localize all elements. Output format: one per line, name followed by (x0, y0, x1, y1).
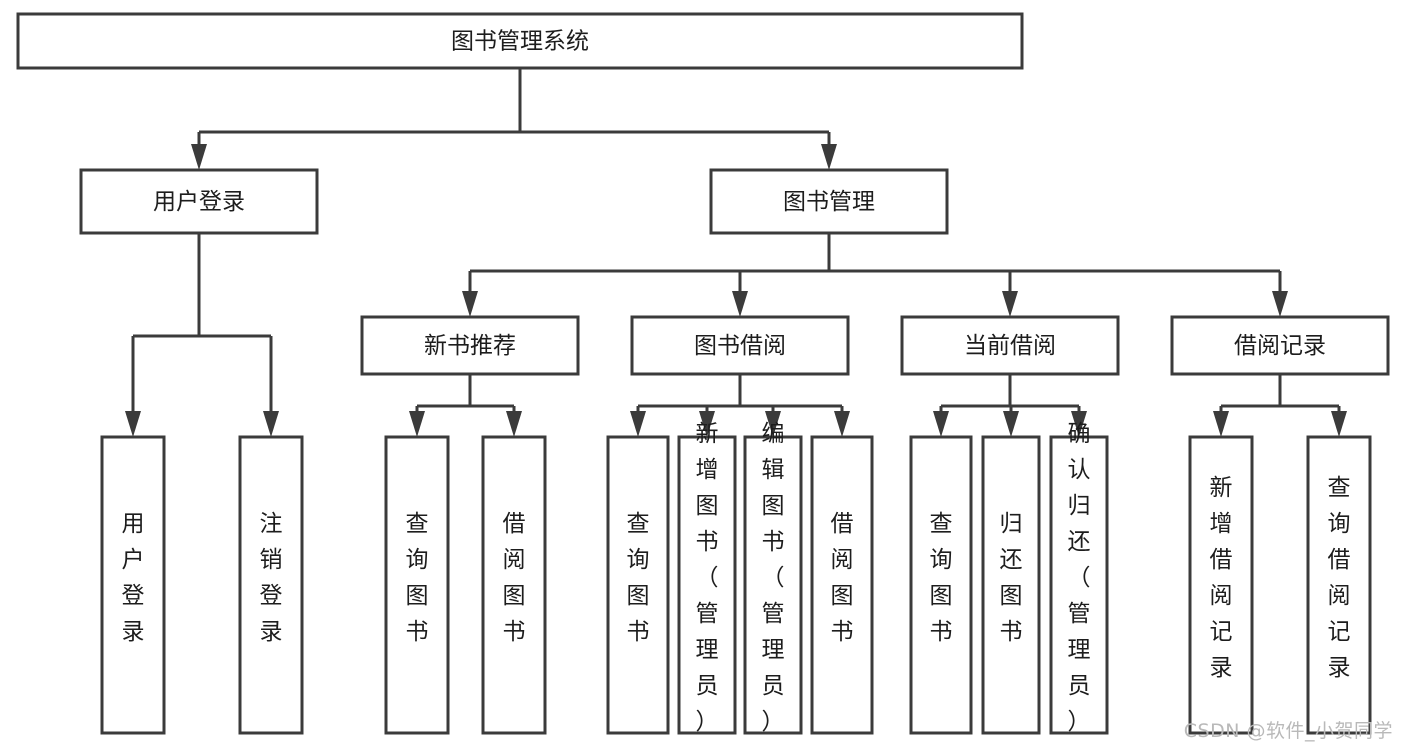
node-label-new-book-rec: 新书推荐 (424, 333, 516, 359)
node-label-leaf-user-login: 用户登录 (122, 511, 145, 645)
edge-group-new-book-rec (409, 374, 522, 437)
node-box-leaf-query-record[interactable] (1306, 435, 1372, 735)
node-book-mgmt[interactable]: 图书管理 (709, 168, 949, 235)
node-leaf-user-login[interactable]: 用户登录 (100, 435, 166, 735)
node-box-leaf-add-book[interactable] (677, 435, 737, 735)
node-box-user-login[interactable] (79, 168, 319, 235)
node-label-leaf-add-record: 新增借阅记录 (1210, 475, 1233, 681)
node-box-leaf-query-book-rec[interactable] (384, 435, 450, 735)
node-box-root[interactable] (16, 12, 1024, 70)
node-box-leaf-confirm-return[interactable] (1049, 435, 1109, 735)
node-leaf-return-book[interactable]: 归还图书 (981, 435, 1041, 735)
edge-group-root (191, 68, 837, 170)
node-leaf-borrow-book[interactable]: 借阅图书 (810, 435, 874, 735)
edge-group-current-borrow (933, 374, 1087, 437)
node-label-user-login: 用户登录 (153, 189, 245, 215)
arrow-head-leaf-add-book (699, 411, 715, 437)
node-box-leaf-add-record[interactable] (1188, 435, 1254, 735)
arrow-head-leaf-query-book (630, 411, 646, 437)
node-box-book-borrow[interactable] (630, 315, 850, 376)
arrow-head-leaf-query-record (1331, 411, 1347, 437)
node-leaf-borrow-book-rec[interactable]: 借阅图书 (481, 435, 547, 735)
arrow-head-book-borrow (732, 291, 748, 317)
node-box-leaf-query-book[interactable] (606, 435, 670, 735)
node-box-leaf-return-book[interactable] (981, 435, 1041, 735)
node-label-leaf-confirm-return: 确认归还（管理员） (1068, 421, 1091, 735)
node-label-leaf-edit-book: 编辑图书（管理员） (762, 421, 785, 735)
arrow-head-leaf-edit-book (765, 411, 781, 437)
node-leaf-query-book-cur[interactable]: 查询图书 (909, 435, 973, 735)
node-leaf-add-record[interactable]: 新增借阅记录 (1188, 435, 1254, 735)
node-current-borrow[interactable]: 当前借阅 (900, 315, 1120, 376)
node-label-leaf-borrow-book: 借阅图书 (831, 511, 854, 645)
arrow-head-leaf-add-record (1213, 411, 1229, 437)
node-borrow-record[interactable]: 借阅记录 (1170, 315, 1390, 376)
nodes-layer: 图书管理系统用户登录图书管理新书推荐图书借阅当前借阅借阅记录用户登录注销登录查询… (16, 12, 1390, 735)
node-leaf-confirm-return[interactable]: 确认归还（管理员） (1049, 421, 1109, 735)
node-leaf-add-book[interactable]: 新增图书（管理员） (677, 421, 737, 735)
arrow-head-leaf-borrow-book-rec (506, 411, 522, 437)
arrow-head-borrow-record (1272, 291, 1288, 317)
node-box-leaf-borrow-book[interactable] (810, 435, 874, 735)
node-leaf-query-record[interactable]: 查询借阅记录 (1306, 435, 1372, 735)
edges-layer (125, 68, 1347, 437)
node-box-borrow-record[interactable] (1170, 315, 1390, 376)
node-label-leaf-query-record: 查询借阅记录 (1328, 475, 1351, 681)
node-label-leaf-query-book-cur: 查询图书 (930, 511, 953, 645)
node-box-leaf-borrow-book-rec[interactable] (481, 435, 547, 735)
arrow-head-leaf-borrow-book (834, 411, 850, 437)
node-label-current-borrow: 当前借阅 (964, 333, 1056, 359)
edge-group-user-login (125, 233, 279, 437)
arrow-head-book-mgmt (821, 144, 837, 170)
arrow-head-current-borrow (1002, 291, 1018, 317)
arrow-head-new-book-rec (462, 291, 478, 317)
node-label-leaf-user-logout: 注销登录 (260, 511, 283, 645)
node-label-leaf-return-book: 归还图书 (1000, 511, 1023, 645)
node-leaf-edit-book[interactable]: 编辑图书（管理员） (743, 421, 803, 735)
node-leaf-query-book-rec[interactable]: 查询图书 (384, 435, 450, 735)
arrow-head-leaf-return-book (1003, 411, 1019, 437)
csdn-watermark: CSDN @软件_小贺同学 (1183, 720, 1393, 742)
node-new-book-rec[interactable]: 新书推荐 (360, 315, 580, 376)
node-box-leaf-user-login[interactable] (100, 435, 166, 735)
node-label-book-mgmt: 图书管理 (783, 189, 875, 215)
node-label-leaf-query-book: 查询图书 (627, 511, 650, 645)
node-label-leaf-query-book-rec: 查询图书 (406, 511, 429, 645)
node-box-current-borrow[interactable] (900, 315, 1120, 376)
node-leaf-user-logout[interactable]: 注销登录 (238, 435, 304, 735)
node-user-login[interactable]: 用户登录 (79, 168, 319, 235)
arrow-head-leaf-user-logout (263, 411, 279, 437)
arrow-head-user-login (191, 144, 207, 170)
node-box-leaf-query-book-cur[interactable] (909, 435, 973, 735)
node-label-borrow-record: 借阅记录 (1234, 333, 1326, 359)
node-root[interactable]: 图书管理系统 (16, 12, 1024, 70)
arrow-head-leaf-user-login (125, 411, 141, 437)
edge-group-borrow-record (1213, 374, 1347, 437)
node-box-new-book-rec[interactable] (360, 315, 580, 376)
node-book-borrow[interactable]: 图书借阅 (630, 315, 850, 376)
edge-group-book-mgmt (462, 233, 1288, 317)
node-leaf-query-book[interactable]: 查询图书 (606, 435, 670, 735)
node-label-leaf-add-book: 新增图书（管理员） (696, 421, 719, 735)
node-label-root: 图书管理系统 (451, 29, 589, 55)
arrow-head-leaf-confirm-return (1071, 411, 1087, 437)
arrow-head-leaf-query-book-rec (409, 411, 425, 437)
edge-group-book-borrow (630, 374, 850, 437)
node-box-leaf-user-logout[interactable] (238, 435, 304, 735)
node-label-leaf-borrow-book-rec: 借阅图书 (503, 511, 526, 645)
arrow-head-leaf-query-book-cur (933, 411, 949, 437)
node-label-book-borrow: 图书借阅 (694, 333, 786, 359)
node-box-leaf-edit-book[interactable] (743, 435, 803, 735)
node-box-book-mgmt[interactable] (709, 168, 949, 235)
